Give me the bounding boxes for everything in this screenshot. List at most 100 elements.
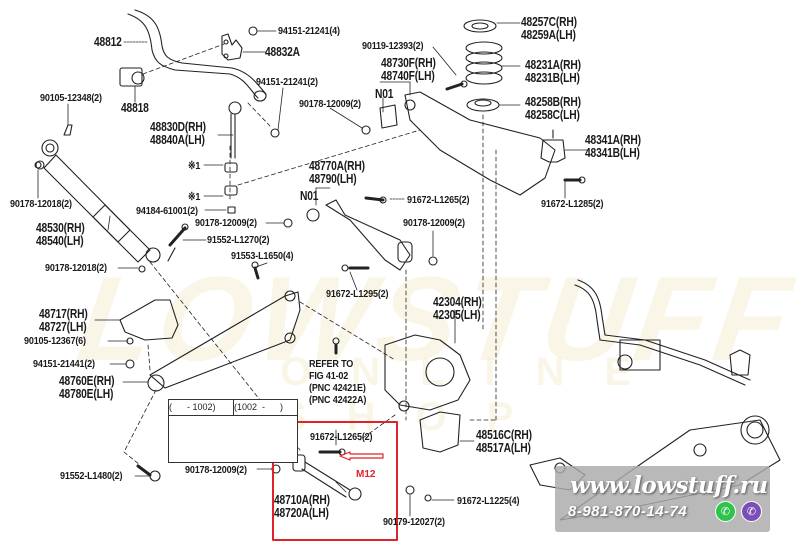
- part-48258B-48258C[interactable]: 48258B(RH) 48258C(LH): [525, 96, 581, 122]
- part-n01-toe[interactable]: N01: [300, 189, 319, 203]
- part-94184-61001[interactable]: 94184-61001(2): [136, 205, 198, 217]
- variant-col-after: (1002 - ): [234, 400, 297, 416]
- leader-lines: [37, 22, 588, 517]
- m12-arrow: [339, 451, 384, 461]
- reference-line: (PNC 42421E): [309, 382, 366, 394]
- toe-control-arm: [306, 199, 413, 271]
- part-90178-12018-lower[interactable]: 90178-12018(2): [45, 262, 107, 274]
- arm-bracket: [119, 299, 179, 341]
- part-94151-21241-4[interactable]: 94151-21241(4): [278, 25, 340, 37]
- part-lh: 42305(LH): [433, 308, 481, 322]
- part-91672-L1265-upper[interactable]: 91672-L1265(2): [407, 194, 470, 206]
- part-48812[interactable]: 48812: [94, 35, 122, 49]
- part-48818[interactable]: 48818: [121, 101, 149, 115]
- part-lh: 48231B(LH): [525, 71, 580, 85]
- part-lh: 48258C(LH): [525, 108, 580, 122]
- part-90178-12009-mid[interactable]: 90178-12009(2): [195, 217, 257, 229]
- part-91553-L1650[interactable]: 91553-L1650(4): [231, 250, 294, 262]
- coil-spring: [463, 19, 503, 112]
- bump-stopper: [540, 129, 566, 163]
- part-94151-21441[interactable]: 94151-21441(2): [33, 358, 95, 370]
- part-90105-12348[interactable]: 90105-12348(2): [40, 92, 102, 104]
- stabilizer-bracket: [221, 33, 243, 61]
- highlight-box: [272, 421, 398, 541]
- part-48760E-48780E[interactable]: 48760E(RH) 48780E(LH): [59, 374, 115, 401]
- part-lh: 48780E(LH): [59, 387, 114, 401]
- part-91672-L1285[interactable]: 91672-L1285(2): [541, 198, 604, 210]
- reference-line: (PNC 42422A): [309, 394, 367, 406]
- part-91672-L1225[interactable]: 91672-L1225(4): [457, 495, 520, 507]
- upper-control-arm: [379, 91, 556, 196]
- rear-axle-carrier: [384, 334, 471, 412]
- part-48530-48540[interactable]: 48530(RH) 48540(LH): [36, 222, 85, 248]
- part-rh: 48710A(RH): [274, 493, 330, 507]
- reference-line: FIG 41-02: [309, 370, 349, 382]
- variant-table: ( - 1002) (1002 - ): [168, 399, 298, 463]
- part-n01-upper[interactable]: N01: [375, 87, 394, 101]
- part-48717-48727[interactable]: 48717(RH) 48727(LH): [39, 308, 88, 334]
- part-lh: 48517A(LH): [476, 441, 531, 455]
- part-lh: 48341B(LH): [585, 146, 640, 160]
- stabilizer-link: [224, 101, 280, 214]
- whatsapp-icon[interactable]: ✆: [715, 501, 736, 522]
- reference-note: REFER TO FIG 41-02 (PNC 42421E) (PNC 424…: [309, 358, 366, 406]
- variant-col-before: ( - 1002): [169, 400, 234, 416]
- stabilizer-bar: [127, 9, 267, 102]
- part-rh: 48760E(RH): [59, 374, 115, 388]
- part-48257C-48259A[interactable]: 48257C(RH) 48259A(LH): [521, 16, 577, 42]
- part-90178-12018-upper[interactable]: 90178-12018(2): [10, 198, 72, 210]
- part-lh: 48790(LH): [309, 172, 357, 186]
- part-rh: 42304(RH): [433, 295, 482, 309]
- part-90179-12027[interactable]: 90179-12027(2): [383, 516, 445, 528]
- part-48830D-48840A[interactable]: 48830D(RH) 48840A(LH): [150, 121, 206, 147]
- part-94151-21241-2[interactable]: 94151-21241(2): [256, 76, 318, 88]
- website-link[interactable]: www.lowstuff.ru: [570, 472, 768, 499]
- contact-banner: [555, 466, 770, 532]
- part-48516C-48517A[interactable]: 48516C(RH) 48517A(LH): [476, 429, 532, 455]
- part-42304-42305[interactable]: 42304(RH) 42305(LH): [433, 296, 482, 322]
- part-48231A-48231B[interactable]: 48231A(RH) 48231B(LH): [525, 59, 581, 85]
- differential-bracket: [419, 411, 461, 453]
- part-91552-L1270[interactable]: 91552-L1270(2): [207, 234, 270, 246]
- part-lh: 48720A(LH): [274, 506, 329, 520]
- part-rh: 48730F(RH): [381, 56, 436, 70]
- part-rh: 48516C(RH): [476, 428, 532, 442]
- part-rh: 48770A(RH): [309, 159, 365, 173]
- nut-94151: [248, 26, 258, 36]
- part-90119-12393[interactable]: 90119-12393(2): [362, 40, 424, 52]
- part-90105-12367[interactable]: 90105-12367(6): [24, 335, 86, 347]
- part-90178-12009-upper[interactable]: 90178-12009(2): [299, 98, 361, 110]
- phone-number[interactable]: 8-981-870-14-74: [568, 503, 688, 520]
- part-lh: 48259A(LH): [521, 28, 576, 42]
- part-48832A[interactable]: 48832A: [265, 45, 300, 59]
- part-91672-L1265-lower[interactable]: 91672-L1265(2): [310, 431, 373, 443]
- part-91672-L1295[interactable]: 91672-L1295(2): [326, 288, 389, 300]
- note-star1-a: ※1: [188, 160, 201, 172]
- part-48730F-48740F[interactable]: 48730F(RH) 48740F(LH): [381, 57, 436, 83]
- part-lh: 48727(LH): [39, 320, 87, 334]
- part-rh: 48257C(RH): [521, 15, 577, 29]
- stabilizer-bushing: [119, 67, 145, 87]
- part-48341A-48341B[interactable]: 48341A(RH) 48341B(LH): [585, 134, 641, 160]
- reference-line: REFER TO: [309, 358, 354, 370]
- note-star1-b: ※1: [188, 191, 201, 203]
- part-rh: 48830D(RH): [150, 120, 206, 134]
- part-48770A-48790[interactable]: 48770A(RH) 48790(LH): [309, 160, 365, 186]
- part-lh: 48840A(LH): [150, 133, 205, 147]
- part-rh: 48530(RH): [36, 221, 85, 235]
- part-90178-12009-toe[interactable]: 90178-12009(2): [403, 217, 465, 229]
- viber-icon[interactable]: ✆: [741, 501, 762, 522]
- part-lh: 48540(LH): [36, 234, 84, 248]
- part-91552-L1480[interactable]: 91552-L1480(2): [60, 470, 123, 482]
- thread-size-note: M12: [356, 469, 376, 480]
- part-rh: 48717(RH): [39, 307, 88, 321]
- part-90178-12009-lower[interactable]: 90178-12009(2): [185, 464, 247, 476]
- part-rh: 48231A(RH): [525, 58, 581, 72]
- part-rh: 48341A(RH): [585, 133, 641, 147]
- dashed-guides: [123, 43, 497, 466]
- lower-trailing-arm: [147, 290, 301, 392]
- part-48710A-48720A[interactable]: 48710A(RH) 48720A(LH): [274, 494, 330, 520]
- part-rh: 48258B(RH): [525, 95, 581, 109]
- part-lh: 48740F(LH): [381, 69, 435, 83]
